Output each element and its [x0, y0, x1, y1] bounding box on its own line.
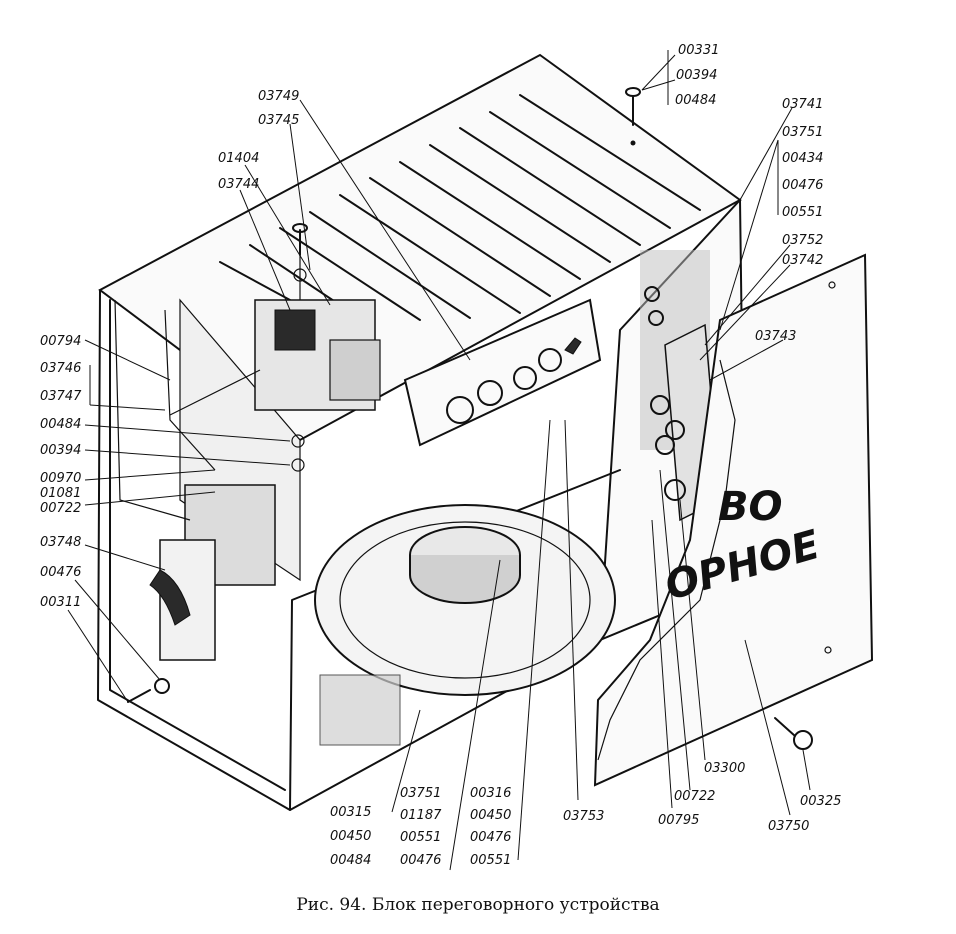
screw-left — [127, 678, 170, 703]
label-03741: 03741 — [782, 97, 823, 112]
label-00970: 00970 — [40, 471, 81, 486]
label-00316: 00316 — [470, 786, 511, 801]
screw-top — [625, 87, 641, 146]
label-00795: 00795 — [658, 813, 699, 828]
label-01081: 01081 — [40, 486, 81, 501]
label-01187: 01187 — [400, 808, 442, 823]
label-00551-c: 00551 — [470, 853, 511, 868]
callout-labels: 00331 00394 00484 03741 03751 00434 0047… — [40, 43, 841, 868]
loudspeaker — [314, 504, 616, 746]
switch-knob-1 — [446, 396, 474, 424]
label-00394-top: 00394 — [676, 68, 717, 83]
label-03753: 03753 — [563, 809, 604, 824]
front-frame — [97, 289, 601, 811]
label-00450-a: 00450 — [330, 829, 371, 844]
jack-socket-1 — [477, 380, 503, 406]
label-00394-left: 00394 — [40, 443, 81, 458]
label-03745: 03745 — [258, 113, 299, 128]
label-00484-top: 00484 — [675, 93, 716, 108]
label-00311: 00311 — [40, 595, 81, 610]
label-00476-right: 00476 — [782, 178, 823, 193]
vent-slots — [219, 94, 701, 321]
internal-assembly — [114, 230, 381, 661]
label-03746: 03746 — [40, 361, 81, 376]
label-00484-left: 00484 — [40, 417, 81, 432]
label-01404: 01404 — [218, 151, 259, 166]
label-03747: 03747 — [40, 389, 82, 404]
label-03748: 03748 — [40, 535, 81, 550]
knob-3 — [538, 348, 562, 372]
label-03749: 03749 — [258, 89, 299, 104]
knob-2 — [513, 366, 537, 390]
figure-caption: Рис. 94. Блок переговорного устройства — [296, 895, 660, 915]
label-00794: 00794 — [40, 334, 81, 349]
leader-lines — [67, 50, 811, 871]
toggle-switch — [564, 337, 582, 355]
label-03744: 03744 — [218, 177, 259, 192]
label-03752: 03752 — [782, 233, 823, 248]
label-03751-bottom: 03751 — [400, 786, 441, 801]
label-00476-bottom: 00476 — [400, 853, 441, 868]
label-00722-left: 00722 — [40, 501, 81, 516]
label-03742: 03742 — [782, 253, 823, 268]
screw-panel — [774, 717, 813, 750]
label-00551-right: 00551 — [782, 205, 823, 220]
label-03300: 03300 — [704, 761, 745, 776]
panel-stencil-line1: ВО — [718, 484, 783, 530]
label-00450-b: 00450 — [470, 808, 511, 823]
screw-internal — [292, 223, 308, 256]
label-03751-right: 03751 — [782, 125, 823, 140]
label-00551-bottom: 00551 — [400, 830, 441, 845]
label-00484-bottom: 00484 — [330, 853, 371, 868]
label-00325: 00325 — [800, 794, 841, 809]
label-03743: 03743 — [755, 329, 796, 344]
label-00331: 00331 — [678, 43, 719, 58]
label-00722-bottom: 00722 — [674, 789, 715, 804]
label-00476-c: 00476 — [470, 830, 511, 845]
label-00315: 00315 — [330, 805, 371, 820]
label-03750: 03750 — [768, 819, 809, 834]
label-00476-left: 00476 — [40, 565, 81, 580]
label-00434: 00434 — [782, 151, 823, 166]
control-panel — [403, 298, 602, 447]
